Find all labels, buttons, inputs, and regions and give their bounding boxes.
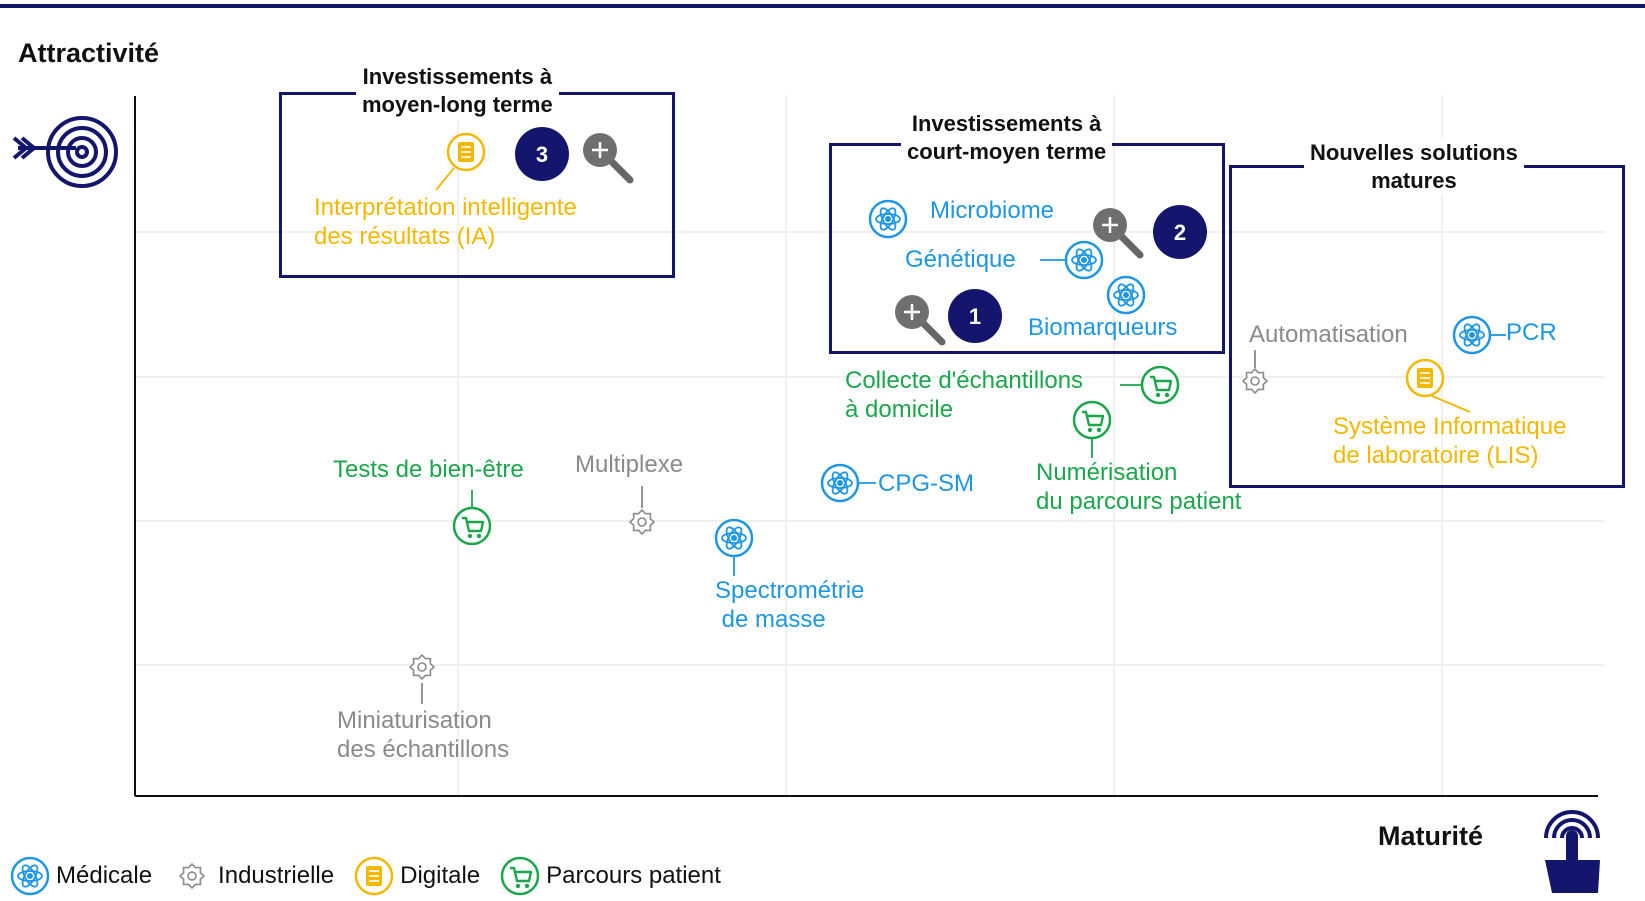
point-label-line: Collecte d'échantillons bbox=[845, 367, 1084, 394]
marker-industrielle bbox=[409, 654, 435, 704]
point-label-line: Automatisation bbox=[1249, 321, 1408, 348]
zoom-icon bbox=[895, 295, 946, 346]
point-label-lis: Système Informatique de laboratoire (LIS… bbox=[1333, 412, 1566, 470]
touch-icon bbox=[1544, 810, 1600, 893]
zone-title-line: Nouvelles solutions bbox=[1310, 140, 1518, 165]
point-label-line: Miniaturisation bbox=[337, 707, 492, 734]
marker-digitale bbox=[435, 132, 486, 191]
point-label-cpg-sm: CPG-SM bbox=[878, 469, 974, 498]
legend-item-parcours: Parcours patient bbox=[500, 856, 721, 896]
point-label-line: Multiplexe bbox=[575, 451, 684, 478]
marker-parcours bbox=[452, 490, 492, 546]
leader-line bbox=[435, 167, 455, 191]
legend-label: Industrielle bbox=[218, 862, 335, 889]
zone-title-line: Investissements à bbox=[362, 64, 553, 89]
marker-parcours bbox=[1072, 400, 1112, 458]
y-axis-title: Attractivité bbox=[18, 38, 160, 68]
point-label-multiplexe: Multiplexe bbox=[575, 450, 683, 479]
cart-icon bbox=[500, 856, 540, 896]
point-label-miniaturisation: Miniaturisation des échantillons bbox=[337, 706, 509, 764]
badge-number: 2 bbox=[1174, 220, 1186, 245]
point-label-line: de laboratoire (LIS) bbox=[1333, 442, 1539, 469]
point-label-collecte: Collecte d'échantillons à domicile bbox=[845, 366, 1083, 424]
badge-2: 2 bbox=[1153, 205, 1207, 259]
legend-label: Parcours patient bbox=[546, 862, 721, 889]
marker-parcours bbox=[1120, 365, 1180, 405]
marker-industrielle bbox=[629, 486, 655, 535]
zone-title-line: Investissements à bbox=[911, 111, 1102, 136]
atom-icon bbox=[10, 856, 50, 896]
point-label-line: Spectrométrie bbox=[715, 577, 865, 604]
point-label-line: Microbiome bbox=[930, 197, 1055, 224]
document-icon bbox=[354, 856, 394, 896]
point-label-line: Génétique bbox=[905, 246, 1016, 273]
zone-title-solutions-matures: Nouvelles solutions matures bbox=[1304, 139, 1524, 195]
marker-medicale bbox=[820, 463, 876, 503]
point-label-line: Système Informatique bbox=[1333, 413, 1567, 440]
badge-1: 1 bbox=[948, 289, 1002, 343]
point-label-line: PCR bbox=[1506, 319, 1557, 346]
point-label-line: Tests de bien-être bbox=[333, 456, 524, 483]
marker-industrielle bbox=[1242, 350, 1268, 394]
legend-item-industrielle: Industrielle bbox=[172, 856, 334, 896]
zoom-icon bbox=[583, 133, 634, 184]
legend-item-digitale: Digitale bbox=[354, 856, 480, 896]
point-label-line: à domicile bbox=[845, 396, 954, 423]
legend-item-medicale: Médicale bbox=[10, 856, 152, 896]
marker-medicale bbox=[1106, 275, 1146, 315]
point-label-biomarqueurs: Biomarqueurs bbox=[1028, 313, 1177, 342]
point-label-line: de masse bbox=[715, 606, 826, 633]
point-label-ia: Interprétation intelligente des résultat… bbox=[314, 193, 577, 251]
marker-medicale bbox=[868, 199, 908, 239]
zone-title-line: moyen-long terme bbox=[362, 92, 553, 117]
target-icon bbox=[12, 116, 118, 188]
top-rule bbox=[0, 4, 1645, 8]
badge-3: 3 bbox=[515, 127, 569, 181]
zoom-icon bbox=[1093, 208, 1144, 259]
badge-number: 3 bbox=[536, 142, 548, 167]
point-label-line: Biomarqueurs bbox=[1028, 314, 1178, 341]
point-label-line: CPG-SM bbox=[878, 470, 974, 497]
point-label-pcr: PCR bbox=[1506, 318, 1557, 347]
point-label-line: du parcours patient bbox=[1036, 488, 1242, 515]
zone-title-line: matures bbox=[1371, 168, 1457, 193]
x-axis-title: Maturité bbox=[1378, 821, 1484, 851]
badge-number: 1 bbox=[969, 304, 981, 329]
point-label-genetique: Génétique bbox=[905, 245, 1016, 274]
marker-digitale bbox=[1405, 358, 1471, 413]
point-label-microbiome: Microbiome bbox=[930, 196, 1054, 225]
legend: Médicale Industrielle Digitale Parcours … bbox=[10, 856, 741, 896]
point-label-line: Numérisation bbox=[1036, 459, 1178, 486]
point-label-line: des résultats (IA) bbox=[314, 223, 496, 250]
marker-medicale bbox=[1452, 315, 1506, 355]
legend-label: Digitale bbox=[400, 862, 481, 889]
point-label-spectrometrie: Spectrométrie de masse bbox=[715, 576, 864, 634]
leader-line bbox=[1431, 395, 1471, 413]
zone-title-court-moyen-terme: Investissements à court-moyen terme bbox=[901, 110, 1113, 166]
point-label-numerisation: Numérisation du parcours patient bbox=[1036, 458, 1241, 516]
point-label-line: Interprétation intelligente bbox=[314, 194, 577, 221]
legend-label: Médicale bbox=[56, 862, 153, 889]
zone-title-moyen-long-terme: Investissements à moyen-long terme bbox=[356, 63, 559, 119]
point-label-bien-etre: Tests de bien-être bbox=[333, 455, 524, 484]
marker-medicale bbox=[1040, 240, 1104, 280]
point-label-line: des échantillons bbox=[337, 736, 510, 763]
point-label-automatisation: Automatisation bbox=[1249, 320, 1408, 349]
zone-title-line: court-moyen terme bbox=[907, 139, 1107, 164]
gear-icon bbox=[179, 863, 205, 889]
marker-medicale bbox=[714, 518, 754, 576]
